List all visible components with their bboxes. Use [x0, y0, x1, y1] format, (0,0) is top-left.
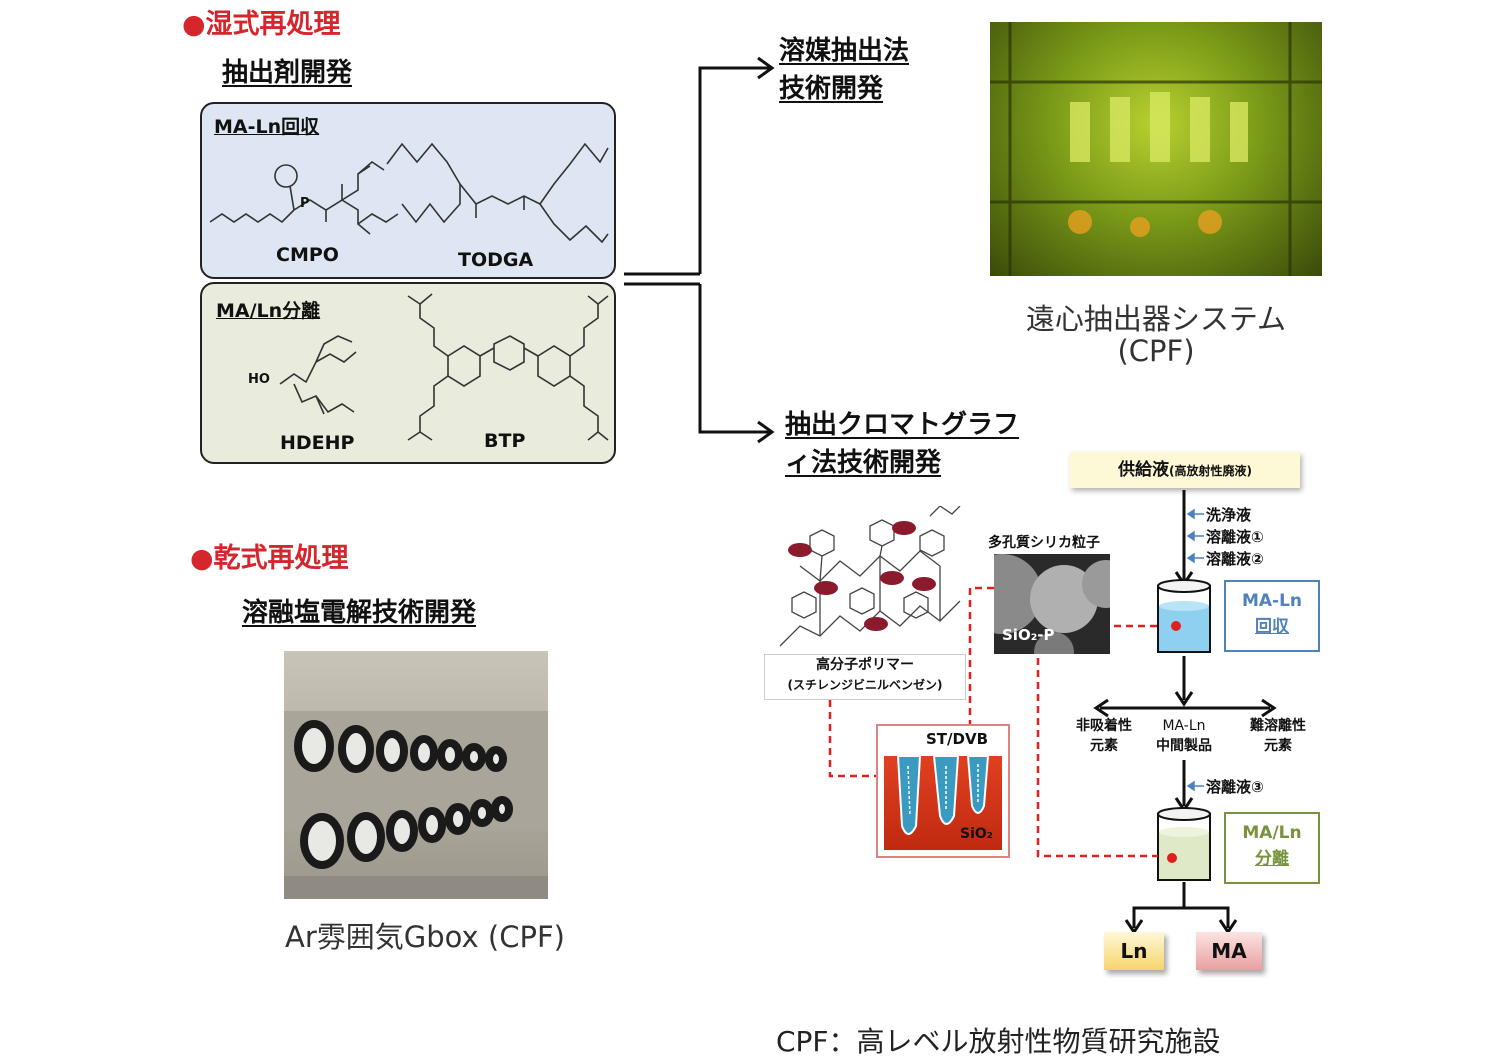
chromatography-heading-2: ィ法技術開発: [785, 448, 942, 478]
intermediate-line1: MA-Ln: [1162, 718, 1206, 734]
ma-ln-recovery-label: MA-Ln回収: [214, 116, 320, 138]
eluent-1-label: 溶離液①: [1206, 528, 1264, 546]
hard-elute-label: 難溶離性 元素: [1236, 716, 1320, 756]
dry-reprocessing-heading: ●乾式再処理: [190, 543, 349, 574]
feed-solution-text: 供給液: [1118, 460, 1169, 480]
ma-ln-separation-tag-line1: MA/Ln: [1242, 823, 1302, 843]
non-adsorbed-line1: 非吸着性: [1076, 718, 1132, 734]
eluent-2-label: 溶離液②: [1206, 550, 1264, 568]
feed-solution-note: (高放射性廃液): [1169, 464, 1252, 478]
polymer-network: [779, 506, 961, 647]
extractant-development-heading: 抽出剤開発: [222, 58, 353, 88]
hard-elute-line2: 元素: [1264, 738, 1292, 754]
cmpo-label: CMPO: [276, 244, 339, 266]
polymer-label: 高分子ポリマー (スチレンジビニルベンゼン): [764, 654, 966, 700]
btp-label: BTP: [484, 430, 526, 452]
hdehp-label: HDEHP: [280, 432, 355, 454]
polymer-label-line2: (スチレンジビニルベンゼン): [787, 678, 943, 692]
ma-ln-recovery-tag-line1: MA-Ln: [1241, 591, 1303, 611]
ma-ln-recovery-box: MA-Ln回収 P CMPO TODGA: [200, 102, 616, 279]
eluent-3-label: 溶離液③: [1206, 778, 1264, 796]
ma-ln-recovery-tag: MA-Ln 回収: [1224, 580, 1320, 652]
ma-ln-separation-label: MA/Ln分離: [216, 300, 321, 322]
ln-output-tag: Ln: [1104, 932, 1164, 970]
centrifugal-caption-1: 遠心抽出器システム: [1025, 302, 1287, 336]
stdvb-pore-image: ST/DVB SiO₂: [876, 724, 1010, 858]
centrifugal-caption-2: (CPF): [1117, 334, 1195, 368]
hdehp-ho: HO: [248, 372, 270, 387]
non-adsorbed-label: 非吸着性 元素: [1064, 716, 1144, 756]
todga-label: TODGA: [458, 249, 534, 271]
non-adsorbed-line2: 元素: [1090, 738, 1118, 754]
ma-ln-separation-tag-line2: 分離: [1255, 849, 1289, 869]
feed-solution-label: 供給液(高放射性廃液): [1070, 452, 1300, 488]
stdvb-label: ST/DVB: [926, 730, 989, 748]
ma-ln-separation-box: MA/Ln分離 HO HDEHP BTP: [200, 282, 616, 464]
hard-elute-line1: 難溶離性: [1250, 718, 1306, 734]
solvent-extraction-heading-1: 溶媒抽出法: [779, 36, 910, 66]
hdehp-btp-structure: [279, 293, 609, 441]
molten-salt-electrolysis-heading: 溶融塩電解技術開発: [242, 598, 477, 628]
solvent-extraction-heading-2: 技術開発: [779, 74, 884, 104]
ma-ln-recovery-tag-line2: 回収: [1255, 617, 1289, 637]
cmpo-structure: [209, 142, 609, 244]
glovebox-caption: Ar雰囲気Gbox (CPF): [285, 920, 565, 954]
porous-silica-photo: SiO₂-P: [994, 554, 1110, 654]
footer-note: CPF：高レベル放射性物質研究施設: [776, 1025, 1221, 1058]
chromatography-heading-1: 抽出クロマトグラフ: [785, 410, 1020, 440]
wet-reprocessing-heading: ●湿式再処理: [182, 9, 341, 40]
sio2-label: SiO₂: [960, 826, 993, 842]
porous-silica-label: 多孔質シリカ粒子: [988, 535, 1100, 551]
glovebox-photo: [284, 651, 548, 899]
ma-ln-separation-tag: MA/Ln 分離: [1224, 812, 1320, 884]
intermediate-line2: 中間製品: [1156, 738, 1212, 754]
cmpo-p-letter: P: [300, 196, 310, 211]
wash-solution-label: 洗浄液: [1206, 506, 1252, 524]
polymer-label-line1: 高分子ポリマー: [816, 657, 914, 673]
centrifugal-extractor-photo: [990, 22, 1322, 276]
ma-output-tag: MA: [1196, 932, 1262, 970]
pore-substrate: SiO₂: [884, 756, 1002, 850]
intermediate-product-label: MA-Ln 中間製品: [1144, 716, 1224, 756]
sio2p-label: SiO₂-P: [1002, 626, 1055, 644]
